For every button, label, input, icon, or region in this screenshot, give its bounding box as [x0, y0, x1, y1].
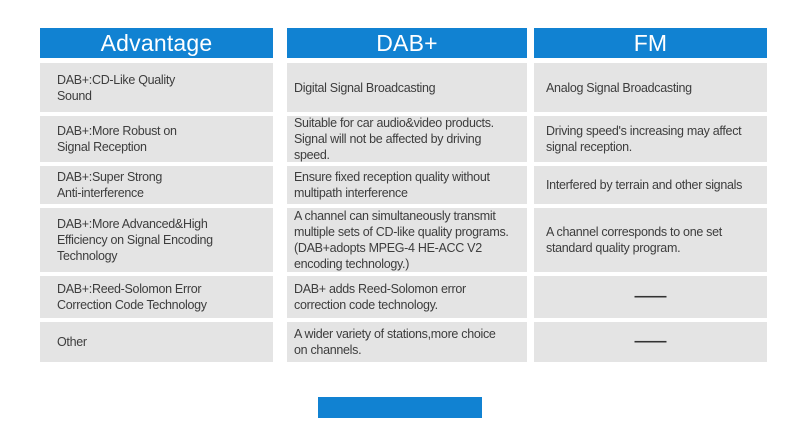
cell-fm-row4: A channel corresponds to one set standar…	[534, 208, 767, 272]
column-dab: DAB+ Digital Signal Broadcasting Suitabl…	[287, 28, 527, 366]
header-cell-dab: DAB+	[287, 28, 527, 58]
cell-advantage-row5: DAB+:Reed-Solomon Error Correction Code …	[40, 276, 273, 318]
cell-fm-row3: Interfered by terrain and other signals	[534, 166, 767, 204]
cell-advantage-row3: DAB+:Super Strong Anti-interference	[40, 166, 273, 204]
cell-advantage-row4: DAB+:More Advanced&High Efficiency on Si…	[40, 208, 273, 272]
header-cell-advantage: Advantage	[40, 28, 273, 58]
cell-fm-row5-dash: ——	[534, 276, 767, 318]
header-cell-fm: FM	[534, 28, 767, 58]
cell-dab-row5: DAB+ adds Reed-Solomon error correction …	[287, 276, 527, 318]
cell-advantage-row2: DAB+:More Robust on Signal Reception	[40, 116, 273, 162]
cell-fm-row1: Analog Signal Broadcasting	[534, 63, 767, 112]
column-fm: FM Analog Signal Broadcasting Driving sp…	[534, 28, 767, 366]
cell-fm-row2: Driving speed's increasing may affect si…	[534, 116, 767, 162]
cell-dab-row3: Ensure fixed reception quality without m…	[287, 166, 527, 204]
cell-dab-row2: Suitable for car audio&video products. S…	[287, 116, 527, 162]
footer-bar	[318, 397, 482, 418]
cell-dab-row6: A wider variety of stations,more choice …	[287, 322, 527, 362]
cell-dab-row1: Digital Signal Broadcasting	[287, 63, 527, 112]
cell-advantage-row6: Other	[40, 322, 273, 362]
cell-dab-row4: A channel can simultaneously transmit mu…	[287, 208, 527, 272]
column-advantage: Advantage DAB+:CD-Like Quality Sound DAB…	[40, 28, 273, 366]
cell-advantage-row1: DAB+:CD-Like Quality Sound	[40, 63, 273, 112]
cell-fm-row6-dash: ——	[534, 322, 767, 362]
